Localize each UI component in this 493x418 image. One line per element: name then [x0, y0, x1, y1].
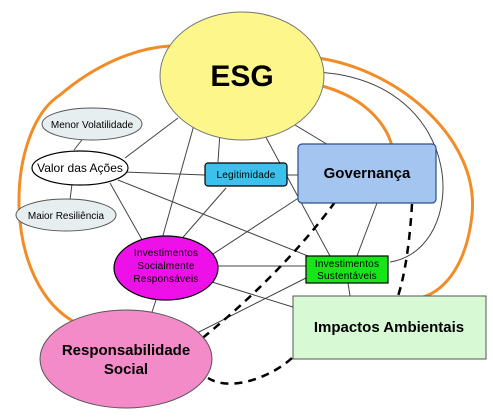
- node-valor-acoes-label: Valor das Ações: [37, 161, 123, 175]
- node-legitimidade[interactable]: [204, 162, 288, 187]
- node-maior-resiliencia[interactable]: [15, 198, 117, 232]
- node-investimentos-sustentaveis[interactable]: [305, 255, 389, 284]
- connector-esg-inv-sustentaveis-outer: [315, 71, 444, 263]
- dashed-governanca-impactos: [396, 203, 414, 297]
- node-impactos-ambientais[interactable]: [292, 295, 487, 360]
- connector-esg-valor: [124, 117, 179, 159]
- label-line: Sustentáveis: [317, 271, 377, 282]
- dashed-governanca-resp-social: [199, 201, 337, 341]
- connector-esg-isr: [159, 124, 195, 247]
- label-line: Investimentos: [134, 248, 198, 259]
- node-legitimidade-label: Legitimidade: [216, 170, 275, 181]
- dashed-connectors: [199, 201, 414, 385]
- label-line: Socialmente: [137, 261, 194, 272]
- connector-isr-impactos: [211, 281, 297, 309]
- outer-loop-right: [317, 56, 475, 300]
- dashed-impactos-resp-social: [207, 357, 293, 385]
- node-responsabilidade-social[interactable]: [39, 309, 213, 409]
- connector-legitimidade-isr: [177, 187, 227, 244]
- node-valor-acoes[interactable]: [31, 150, 129, 186]
- label-line: Legitimidade: [216, 170, 275, 181]
- connector-governanca-isr: [209, 196, 301, 257]
- label-line: ESG: [210, 60, 273, 93]
- connector-valor-legitimidade: [121, 171, 206, 176]
- connector-esg-governanca: [289, 121, 331, 147]
- node-maior-resiliencia-label: Maior Resiliência: [28, 211, 105, 222]
- connector-inv-sustentaveis-impactos: [347, 282, 351, 297]
- connector-inv-sustentaveis-resp-social: [194, 277, 307, 335]
- outer-loop-inner-right: [317, 83, 394, 147]
- label-line: Investimentos: [315, 259, 379, 270]
- connector-esg-inv-sustentaveis: [261, 129, 331, 257]
- label-line: Maior Resiliência: [28, 211, 105, 222]
- connector-valor-maior-resiliencia: [69, 183, 73, 201]
- connector-valor-isr: [109, 182, 146, 246]
- label-line: Menor Volatilidade: [51, 120, 134, 131]
- node-governanca-label: Governança: [324, 165, 411, 182]
- connector-governanca-inv-sustentaveis: [356, 202, 378, 257]
- node-esg-label: ESG: [210, 60, 273, 93]
- label-line: Responsabilidade: [62, 342, 190, 359]
- label-line: Valor das Ações: [37, 161, 123, 175]
- connectors: [69, 71, 444, 335]
- node-esg[interactable]: [159, 11, 325, 141]
- connector-valor-inv-sustentaveis: [117, 179, 309, 257]
- label-line: Responsáveis: [133, 274, 198, 285]
- node-menor-volatilidade[interactable]: [41, 107, 143, 141]
- label-line: Governança: [324, 165, 411, 182]
- node-governanca[interactable]: [297, 143, 437, 204]
- outer-loop-left: [17, 44, 171, 326]
- node-menor-volatilidade-label: Menor Volatilidade: [51, 120, 134, 131]
- node-investimentos-socialmente-responsaveis[interactable]: [113, 235, 219, 301]
- node-impactos-ambientais-label: Impactos Ambientais: [314, 319, 464, 336]
- label-line: Social: [104, 361, 148, 378]
- label-line: Impactos Ambientais: [314, 319, 464, 336]
